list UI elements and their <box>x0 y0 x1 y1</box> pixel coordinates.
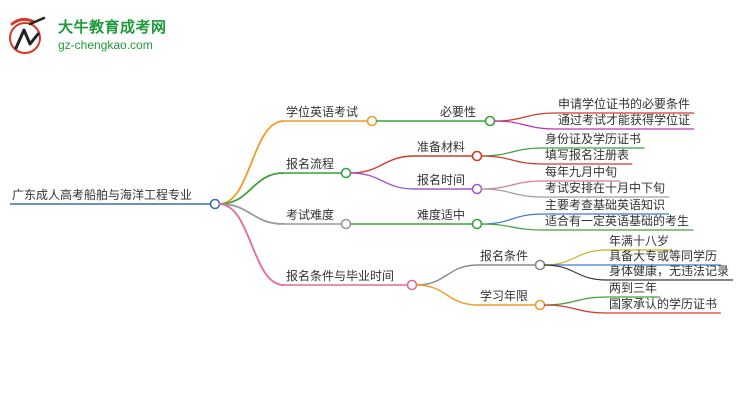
branch-1-label: 学位英语考试 <box>286 104 358 119</box>
connector-line <box>543 304 608 314</box>
branch-2-toggle[interactable] <box>340 167 352 179</box>
connector-line <box>415 284 479 306</box>
leaf-4-1-3-label: 身体健康，无违法记录 <box>609 263 729 278</box>
connector-line <box>493 112 557 122</box>
leaf-2-1-2-label: 填写报名注册表 <box>545 147 629 162</box>
subtopic-3-1-label: 难度适中 <box>417 207 465 222</box>
branch-4-toggle[interactable] <box>406 279 418 291</box>
subtopic-1-1-toggle[interactable] <box>484 115 496 127</box>
branch-3-label: 考试难度 <box>286 207 334 222</box>
brand-url: gz-chengkao.com <box>58 38 153 52</box>
connector-line <box>480 155 544 165</box>
branch-4-label: 报名条件与毕业时间 <box>286 268 394 283</box>
leaf-1-1-1-label: 申请学位证书的必要条件 <box>558 96 690 111</box>
connector-line <box>218 203 285 225</box>
leaf-1-1-2-label: 通过考试才能获得学位证 <box>558 112 690 127</box>
subtopic-2-2-toggle[interactable] <box>471 183 483 195</box>
connector-line <box>218 203 285 286</box>
leaf-4-1-1-label: 年满十八岁 <box>609 233 669 248</box>
subtopic-4-1-label: 报名条件 <box>480 248 528 263</box>
connector-line <box>480 180 544 190</box>
brand-title: 大牛教育成考网 <box>58 18 167 36</box>
connector-line <box>493 120 557 130</box>
subtopic-4-2-toggle[interactable] <box>534 299 546 311</box>
branch-2-label: 报名流程 <box>286 156 334 171</box>
connector-line <box>218 172 285 205</box>
branch-3-toggle[interactable] <box>340 218 352 230</box>
leaf-3-1-2-label: 适合有一定英语基础的考生 <box>545 213 689 228</box>
connector-line <box>543 264 608 281</box>
leaf-4-1-2-label: 具备大专或等同学历 <box>609 248 717 263</box>
leaf-2-1-1-label: 身份证及学历证书 <box>545 131 641 146</box>
subtopic-4-1-toggle[interactable] <box>534 259 546 271</box>
subtopic-1-1-label: 必要性 <box>440 105 476 119</box>
root-topic: 广东成人高考船舶与海洋工程专业 <box>12 187 192 202</box>
subtopic-2-1-label: 准备材料 <box>417 140 465 154</box>
leaf-2-2-2-label: 考试安排在十月中下旬 <box>545 180 665 195</box>
leaf-4-2-2-label: 国家承认的学历证书 <box>609 296 717 311</box>
branch-1-toggle[interactable] <box>366 115 378 127</box>
connector-line <box>349 155 416 174</box>
connector-line <box>349 172 416 190</box>
connector-line <box>218 120 285 205</box>
root-node-toggle[interactable] <box>209 198 221 210</box>
subtopic-2-2-label: 报名时间 <box>417 172 465 187</box>
connector-line <box>543 296 608 306</box>
connector-line <box>480 188 544 198</box>
connector-line <box>415 264 479 286</box>
leaf-4-2-1-label: 两到三年 <box>609 281 657 295</box>
brand-logo[interactable]: 大牛教育成考网 gz-chengkao.com <box>8 14 248 60</box>
connector-line <box>480 213 544 225</box>
bull-logo-icon <box>9 16 46 54</box>
connector-line <box>543 249 608 266</box>
leaf-2-2-1-label: 每年九月中旬 <box>545 164 617 179</box>
subtopic-2-1-toggle[interactable] <box>471 150 483 162</box>
connector-line <box>480 223 544 231</box>
connector-line <box>480 147 544 157</box>
subtopic-4-2-label: 学习年限 <box>480 288 528 303</box>
leaf-3-1-1-label: 主要考查基础英语知识 <box>545 198 665 212</box>
subtopic-3-1-toggle[interactable] <box>471 218 483 230</box>
